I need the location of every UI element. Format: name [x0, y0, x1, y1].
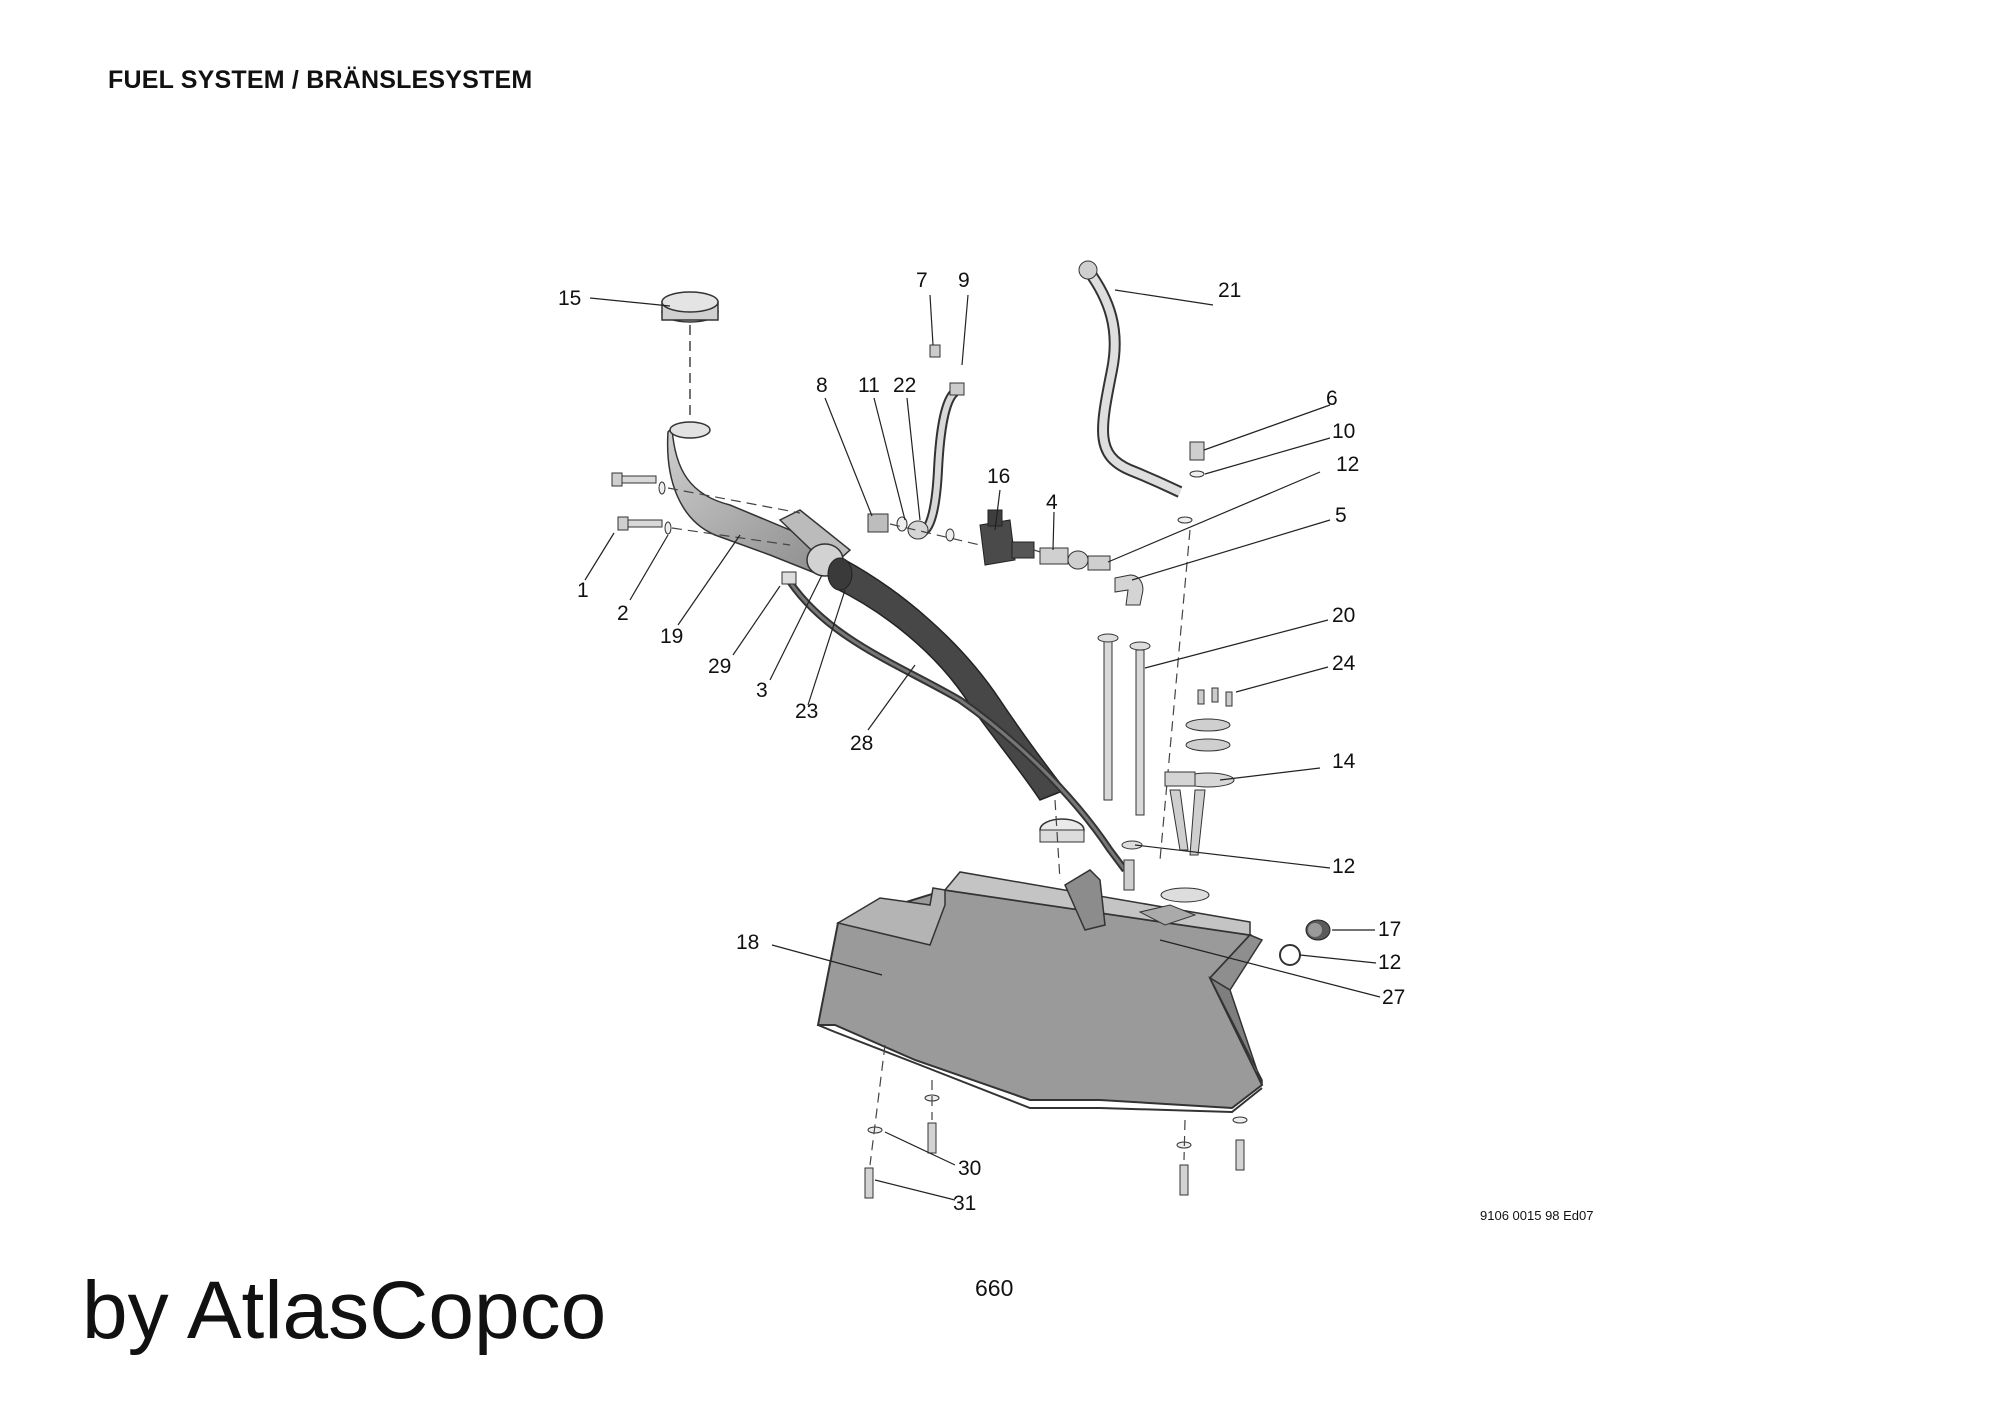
callout-label: 3 — [756, 679, 768, 702]
callout-label: 12 — [1336, 453, 1359, 476]
page-title: FUEL SYSTEM / BRÄNSLESYSTEM — [108, 66, 533, 94]
callout-label: 24 — [1332, 652, 1356, 675]
callout-label: 7 — [916, 269, 928, 292]
sealing-washer — [1279, 944, 1301, 966]
fitting — [929, 344, 941, 358]
tank-neck — [1039, 818, 1106, 931]
callout-label: 11 — [858, 374, 880, 397]
connector-fitting — [1039, 547, 1089, 570]
elbow-fitting — [1114, 574, 1144, 606]
callout-label: 31 — [953, 1192, 976, 1215]
tank-flange — [1138, 904, 1197, 926]
drain-plug — [1305, 919, 1331, 941]
union-fitting — [1087, 555, 1111, 571]
callout-label: 8 — [816, 374, 828, 397]
filler-pipe — [666, 421, 852, 577]
callout-label: 12 — [1332, 855, 1355, 878]
callout-label: 9 — [958, 269, 970, 292]
hose-fitting — [781, 571, 797, 585]
callout-label: 22 — [893, 374, 916, 397]
callout-label: 28 — [850, 732, 873, 755]
filler-cap — [661, 291, 719, 323]
callout-label: 2 — [617, 602, 629, 625]
pickup-tube — [1097, 633, 1151, 816]
callout-label: 29 — [708, 655, 731, 678]
o-ring — [1121, 840, 1143, 850]
callout-label: 6 — [1326, 387, 1338, 410]
brand-caption: by AtlasCopco — [82, 1265, 607, 1356]
fuel-tank — [816, 871, 1264, 1114]
callout-label: 17 — [1378, 918, 1401, 941]
banjo-fitting — [867, 513, 955, 542]
fuel-level-sender — [1160, 718, 1235, 903]
bleed-screw — [1189, 441, 1205, 461]
callout-label: 20 — [1332, 604, 1355, 627]
callout-label: 15 — [558, 287, 581, 310]
callout-label: 23 — [795, 700, 818, 723]
bolt — [611, 472, 663, 531]
return-line — [1083, 266, 1183, 498]
drawing-reference: 9106 0015 98 Ed07 — [1480, 1208, 1594, 1223]
filler-hose — [827, 557, 1067, 801]
callout-label: 5 — [1335, 504, 1347, 527]
screw — [1197, 687, 1233, 707]
callout-label: 16 — [987, 465, 1010, 488]
callout-label: 21 — [1218, 279, 1241, 302]
callout-label: 27 — [1382, 986, 1405, 1009]
leader-lines — [584, 289, 1381, 1201]
callout-label: 1 — [577, 579, 589, 602]
washer — [658, 481, 672, 535]
callouts: 1 2 3 4 5 6 7 8 9 10 11 12 12 12 13 14 1… — [558, 269, 1405, 1215]
callout-label: 4 — [1046, 491, 1058, 514]
fuel-valve — [979, 509, 1035, 566]
callout-label: 18 — [736, 931, 759, 954]
callout-label: 30 — [958, 1157, 981, 1180]
callout-label: 12 — [1378, 951, 1401, 974]
page-number: 660 — [975, 1275, 1014, 1301]
mounting-bolt — [864, 1122, 1245, 1199]
callout-label: 19 — [660, 625, 683, 648]
callout-label: 14 — [1332, 750, 1356, 773]
callout-label: 10 — [1332, 420, 1355, 443]
